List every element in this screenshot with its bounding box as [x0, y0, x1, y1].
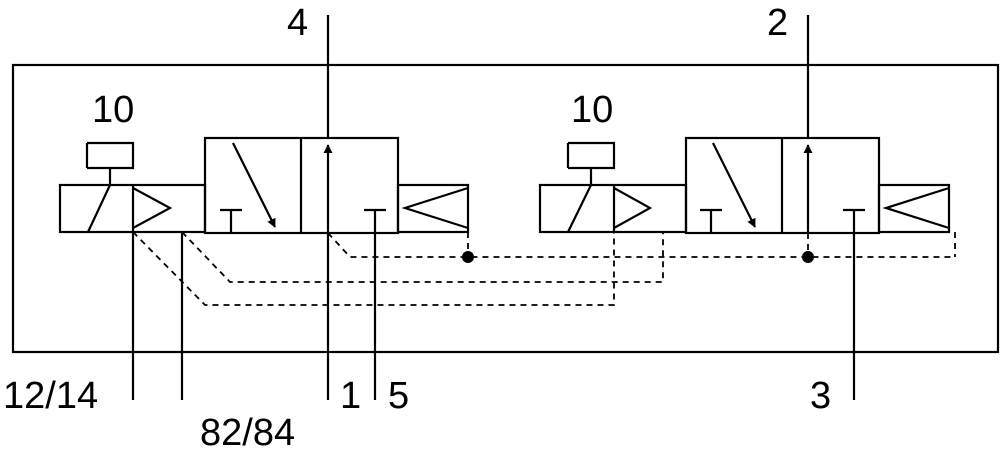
right-solenoid-actuator-icon [538, 183, 688, 234]
left-valve-body [203, 136, 400, 235]
port-2-label: 2 [767, 2, 788, 44]
junction-dot-left [462, 251, 474, 263]
port-12-14-label: 12/14 [3, 375, 98, 417]
left-manual-override-icon [85, 141, 135, 185]
right-spring-return-icon [877, 183, 951, 234]
left-manual-override-label: 10 [92, 89, 134, 131]
port-1-label: 1 [340, 375, 361, 417]
right-valve [538, 15, 951, 400]
right-manual-override-label: 10 [571, 89, 613, 131]
left-solenoid-actuator-icon [58, 183, 207, 234]
junction-dot-right [802, 251, 814, 263]
port-3-label: 3 [810, 375, 831, 417]
valve-manifold-housing [11, 63, 1000, 354]
pilot-lines [132, 231, 956, 306]
left-spring-return-icon [396, 183, 470, 234]
right-valve-body [684, 136, 881, 235]
port-82-84-label: 82/84 [200, 412, 295, 450]
right-manual-override-icon [566, 141, 616, 185]
left-valve [58, 15, 470, 400]
port-5-label: 5 [388, 375, 409, 417]
port-4-label: 4 [287, 2, 308, 44]
